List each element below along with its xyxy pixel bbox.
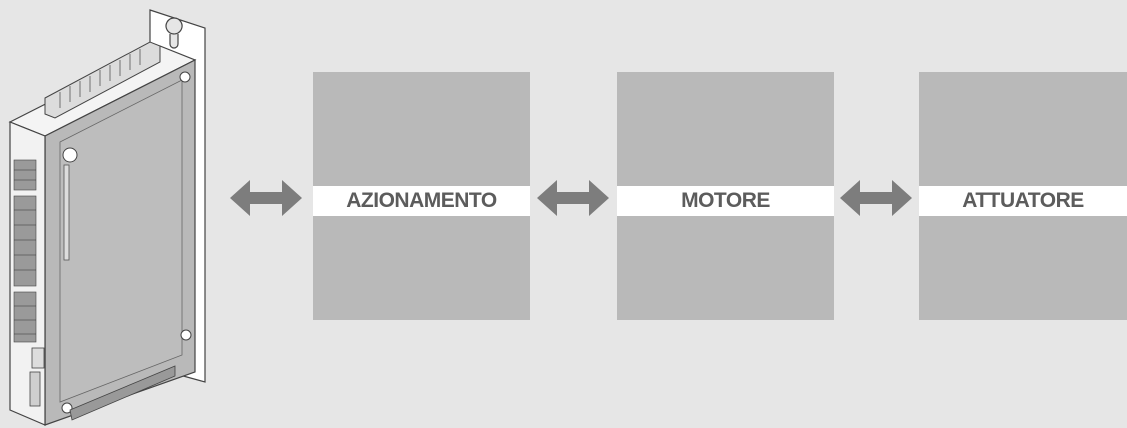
block-label: MOTORE xyxy=(617,186,834,216)
double-arrow-icon xyxy=(230,180,302,216)
block-motore: MOTORE xyxy=(617,72,834,320)
drive-device-illustration xyxy=(8,9,206,426)
block-attuatore: ATTUATORE xyxy=(919,72,1127,320)
double-arrow-icon xyxy=(840,180,912,216)
block-label: ATTUATORE xyxy=(919,186,1127,216)
block-label: AZIONAMENTO xyxy=(313,186,530,216)
double-arrow-icon xyxy=(537,180,609,216)
block-azionamento: AZIONAMENTO xyxy=(313,72,530,320)
